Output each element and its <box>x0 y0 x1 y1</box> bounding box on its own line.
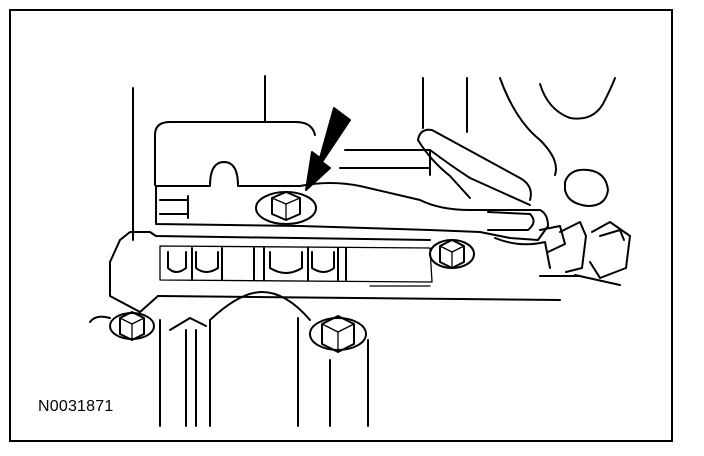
lower-casting <box>109 231 561 313</box>
bolt-center <box>309 315 367 353</box>
shift-cable <box>417 128 532 206</box>
lower-cylinder <box>89 291 369 427</box>
bolt-right <box>429 239 475 269</box>
bolt-left <box>109 311 155 341</box>
engine-housing-outline <box>132 75 616 241</box>
plug-cap <box>564 168 609 207</box>
connector-housing <box>539 221 631 286</box>
arrow-down-left-icon <box>305 107 351 191</box>
bracket <box>155 161 566 269</box>
bolt-top <box>255 191 317 225</box>
figure-frame <box>9 9 673 442</box>
figure-id-label: N0031871 <box>38 398 114 415</box>
